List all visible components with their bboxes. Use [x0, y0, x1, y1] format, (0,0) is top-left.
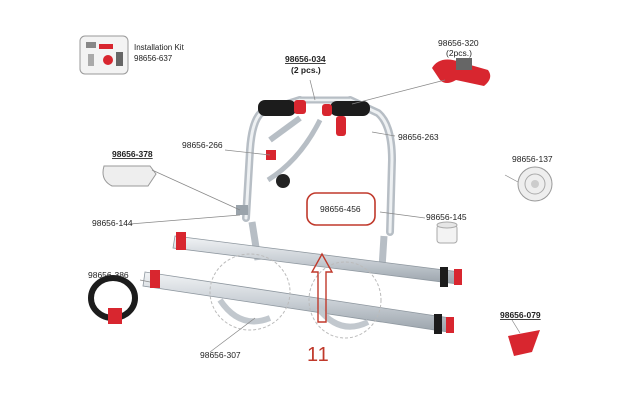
- lower-rail: [142, 270, 454, 334]
- highlight-box: [306, 192, 376, 226]
- label-98656-263: 98656-263: [398, 132, 439, 142]
- label-98656-079: 98656-079: [500, 310, 541, 320]
- part-145-cap: [436, 221, 458, 244]
- leader-lines: [129, 79, 521, 353]
- callout-number: 11: [307, 344, 330, 366]
- frame-fittings: [236, 150, 290, 215]
- label-98656-320: 98656-320: [438, 38, 479, 48]
- part-079-holder: [508, 330, 540, 356]
- label-98656-378: 98656-378: [112, 149, 153, 159]
- highlight-annotation: 11: [306, 192, 376, 366]
- part-labels: 98656-034 (2 pcs.) 98656-320 (2pcs.) 986…: [88, 38, 553, 360]
- kit-number: 98656-637: [134, 54, 173, 63]
- bike-holder-pads: [258, 100, 370, 136]
- part-378-bracket: [102, 165, 157, 187]
- label-98656-266: 98656-266: [182, 140, 223, 150]
- wheel-gutters: [209, 253, 382, 339]
- label-98656-144: 98656-144: [92, 218, 133, 228]
- label-98656-034-qty: (2 pcs.): [291, 65, 321, 75]
- main-frame: [242, 96, 397, 269]
- part-320-strap: [432, 58, 491, 86]
- part-386-strap: [88, 275, 138, 324]
- label-98656-456: 98656-456: [320, 204, 361, 214]
- kit-title: Installation Kit: [134, 43, 185, 52]
- upper-rail: [172, 232, 462, 287]
- label-98656-320-qty: (2pcs.): [446, 48, 472, 58]
- installation-kit-thumbnail: [79, 35, 129, 75]
- label-98656-137: 98656-137: [512, 154, 553, 164]
- label-98656-034: 98656-034: [285, 54, 326, 64]
- label-98656-386: 98656-386: [88, 270, 129, 280]
- label-98656-145: 98656-145: [426, 212, 467, 222]
- part-137-light: [517, 166, 553, 202]
- highlight-arrow: [310, 252, 334, 323]
- label-98656-307: 98656-307: [200, 350, 241, 360]
